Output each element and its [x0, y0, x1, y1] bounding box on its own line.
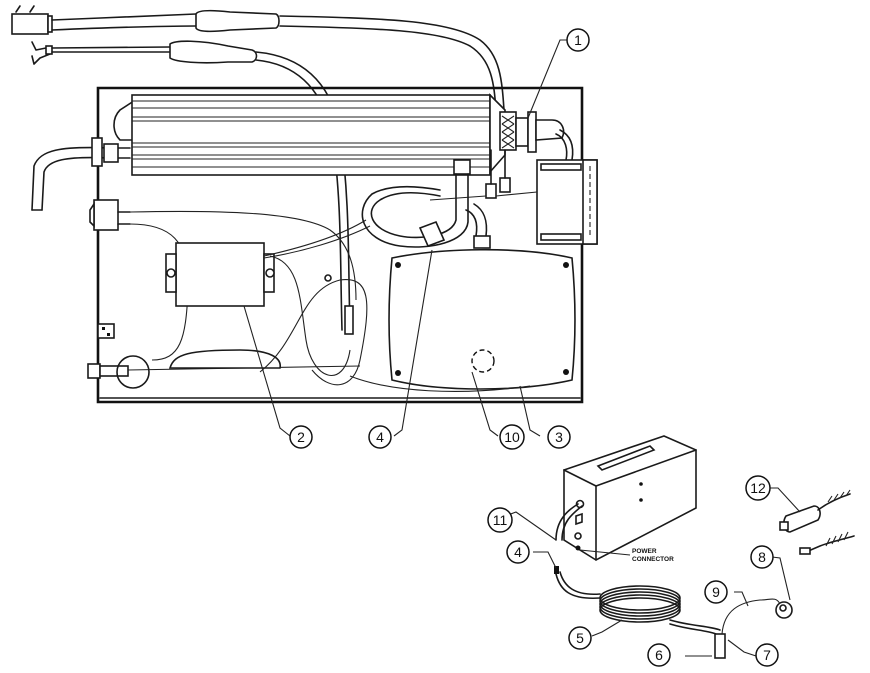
- sensor-probe: [714, 598, 793, 659]
- hidden-drain-plug: [471, 349, 495, 373]
- coolant-hose: [361, 159, 491, 249]
- coolant-reservoir: [349, 248, 576, 392]
- indicator-led: [574, 532, 582, 540]
- callout-5: 5: [568, 626, 592, 650]
- callout-8: 8: [750, 545, 774, 569]
- svg-text:4: 4: [376, 429, 384, 445]
- wire-loop: [259, 279, 368, 386]
- in-line-filter: [344, 305, 354, 335]
- coiled-cable: [554, 566, 721, 635]
- cigarette-lighter-plug: [779, 489, 855, 555]
- svg-text:11: 11: [493, 512, 508, 528]
- terminal-connectors: [429, 149, 538, 201]
- callout-2: 2: [289, 425, 313, 449]
- callout-6: 6: [647, 643, 671, 667]
- svg-text:7: 7: [763, 647, 771, 663]
- power-connector-label: POWER: [632, 548, 657, 555]
- hose-fitting: [91, 137, 103, 167]
- callout-11: 11: [487, 507, 513, 533]
- svg-text:12: 12: [750, 480, 766, 496]
- callout-12: 12: [745, 475, 771, 501]
- inline-fuse-holder: [195, 9, 280, 33]
- output-lens-mount: [515, 117, 529, 147]
- fuse-holder-panel: [87, 323, 361, 389]
- left-hose: [31, 137, 131, 211]
- control-box: POWER CONNECTOR: [555, 435, 697, 563]
- callout-1: 1: [566, 28, 590, 52]
- spade-connector: [11, 13, 49, 35]
- bracket: [168, 349, 281, 369]
- callout-9: 9: [704, 580, 728, 604]
- callout-4-top: 4: [368, 425, 392, 449]
- svg-text:6: 6: [655, 647, 663, 663]
- callout-7: 7: [755, 643, 779, 667]
- power-connector-label-2: CONNECTOR: [632, 556, 674, 563]
- callout-10: 10: [499, 424, 525, 450]
- display-slot: [596, 445, 656, 471]
- svg-text:2: 2: [297, 429, 305, 445]
- laser-tube-heatsink: [113, 93, 574, 176]
- enclosure: [96, 86, 584, 404]
- svg-text:10: 10: [504, 429, 520, 445]
- inline-fuse-holder-2: [169, 40, 258, 64]
- svg-text:9: 9: [712, 584, 720, 600]
- svg-text:8: 8: [758, 549, 766, 565]
- power-connector-jack[interactable]: [575, 545, 581, 551]
- svg-text:3: 3: [555, 429, 563, 445]
- callout-3: 3: [547, 425, 571, 449]
- toggle-switch[interactable]: [575, 512, 583, 526]
- svg-text:4: 4: [514, 544, 522, 560]
- top-cable-upper: [11, 5, 505, 111]
- transformer: [165, 219, 371, 376]
- hose-clamp: [418, 220, 446, 248]
- svg-text:1: 1: [574, 32, 582, 48]
- relay-module: [536, 159, 598, 245]
- svg-text:5: 5: [576, 630, 584, 646]
- callout-4-bottom: 4: [506, 540, 530, 564]
